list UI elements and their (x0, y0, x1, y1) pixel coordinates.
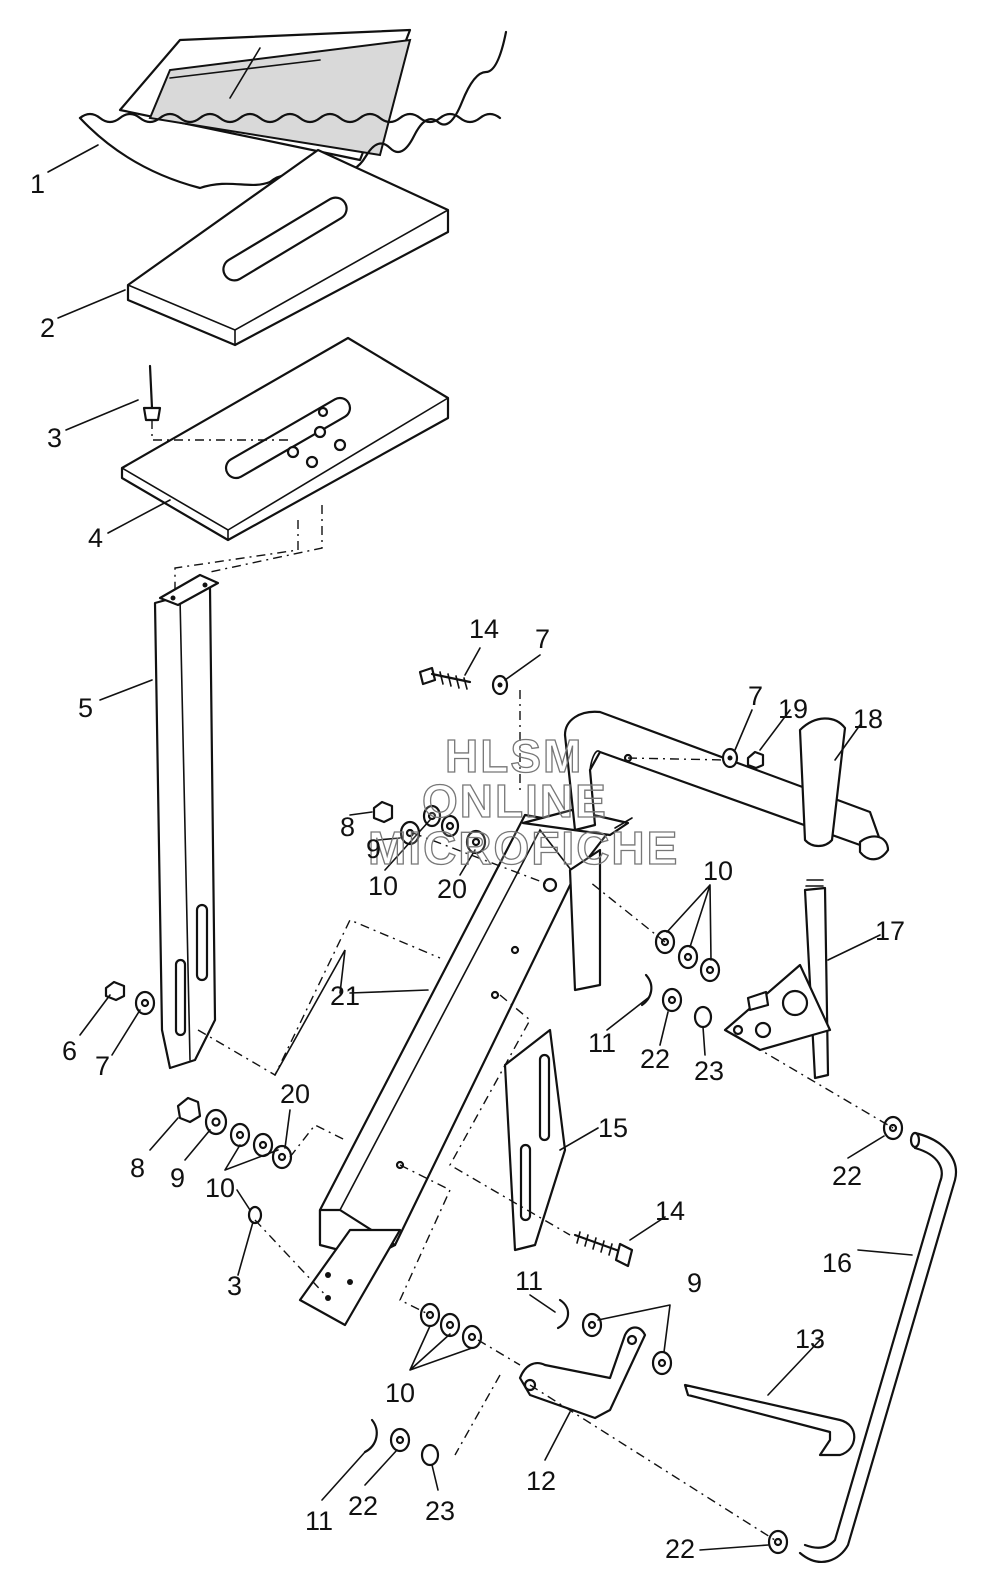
callout-11-bottom: 11 (305, 1506, 333, 1536)
callout-labels: 1 2 3 4 5 6 7 8 9 10 20 14 7 7 19 18 10 … (30, 169, 905, 1564)
callout-9-right: 9 (687, 1268, 702, 1298)
part-1-seat-cover (78, 28, 508, 190)
callout-11-center: 11 (515, 1266, 543, 1296)
part-14-bolt-bottom (573, 1231, 634, 1268)
part-3-seat-pin (142, 364, 162, 422)
callout-11-right: 11 (588, 1028, 616, 1058)
callout-10-lower: 10 (205, 1173, 235, 1203)
part-13-link-rod (683, 1383, 856, 1457)
callout-8-upper: 8 (340, 812, 355, 842)
part-2-seat-pad (126, 148, 450, 347)
callout-22-bottom-right: 22 (665, 1534, 695, 1564)
callout-7-left: 7 (95, 1051, 110, 1081)
callout-22-right: 22 (640, 1044, 670, 1074)
callout-20-upper: 20 (437, 874, 467, 904)
callout-14-top: 14 (469, 614, 499, 644)
callout-18: 18 (853, 704, 883, 734)
part-21-upright-tube (298, 808, 633, 1327)
part-12-link-plate (518, 1326, 647, 1420)
callout-22-far-right: 22 (832, 1161, 862, 1191)
callout-23-right: 23 (694, 1056, 724, 1086)
callout-10-upper: 10 (368, 871, 398, 901)
callout-9-lower: 9 (170, 1163, 185, 1193)
callout-16: 16 (822, 1248, 852, 1278)
callout-7-top: 7 (535, 624, 550, 654)
callout-17: 17 (875, 916, 905, 946)
callout-12: 12 (526, 1466, 556, 1496)
hardware-washers (176, 674, 904, 1555)
callout-22-bottom: 22 (348, 1491, 378, 1521)
watermark: HLSM ONLINE MICROFICHE (367, 729, 679, 874)
part-handle-bar (563, 710, 890, 861)
callout-3: 3 (47, 423, 62, 453)
callout-7-right: 7 (748, 681, 763, 711)
part-18-knob (798, 717, 847, 848)
callout-3-lower: 3 (227, 1271, 242, 1301)
callout-6: 6 (62, 1036, 77, 1066)
callout-2: 2 (40, 313, 55, 343)
part-5-seat-post (153, 573, 220, 1070)
callout-20-lower: 20 (280, 1079, 310, 1109)
callout-9-upper: 9 (366, 834, 381, 864)
part-14-bolt-top (418, 666, 472, 690)
callout-10-bottom: 10 (385, 1378, 415, 1408)
watermark-line-3: MICROFICHE (368, 822, 679, 874)
callout-5: 5 (78, 693, 93, 723)
part-4-seat-plate (120, 336, 450, 590)
callout-21: 21 (330, 981, 360, 1011)
leader-lines (47, 144, 913, 1551)
part-16-rod (798, 1131, 958, 1563)
callout-14-bottom: 14 (655, 1196, 685, 1226)
callout-13: 13 (795, 1324, 825, 1354)
callout-10-right: 10 (703, 856, 733, 886)
callout-23-bottom: 23 (425, 1496, 455, 1526)
callout-4: 4 (88, 523, 103, 553)
part-17-lever (723, 879, 832, 1080)
part-7-washer-left (134, 990, 156, 1016)
part-15-bracket (503, 1028, 567, 1252)
watermark-line-2: ONLINE (422, 775, 608, 827)
callout-8-lower: 8 (130, 1153, 145, 1183)
assembly-lines (197, 690, 894, 1543)
watermark-line-1: HLSM (445, 730, 583, 782)
callout-15: 15 (598, 1113, 628, 1143)
callout-19: 19 (778, 694, 808, 724)
callout-1: 1 (30, 169, 45, 199)
